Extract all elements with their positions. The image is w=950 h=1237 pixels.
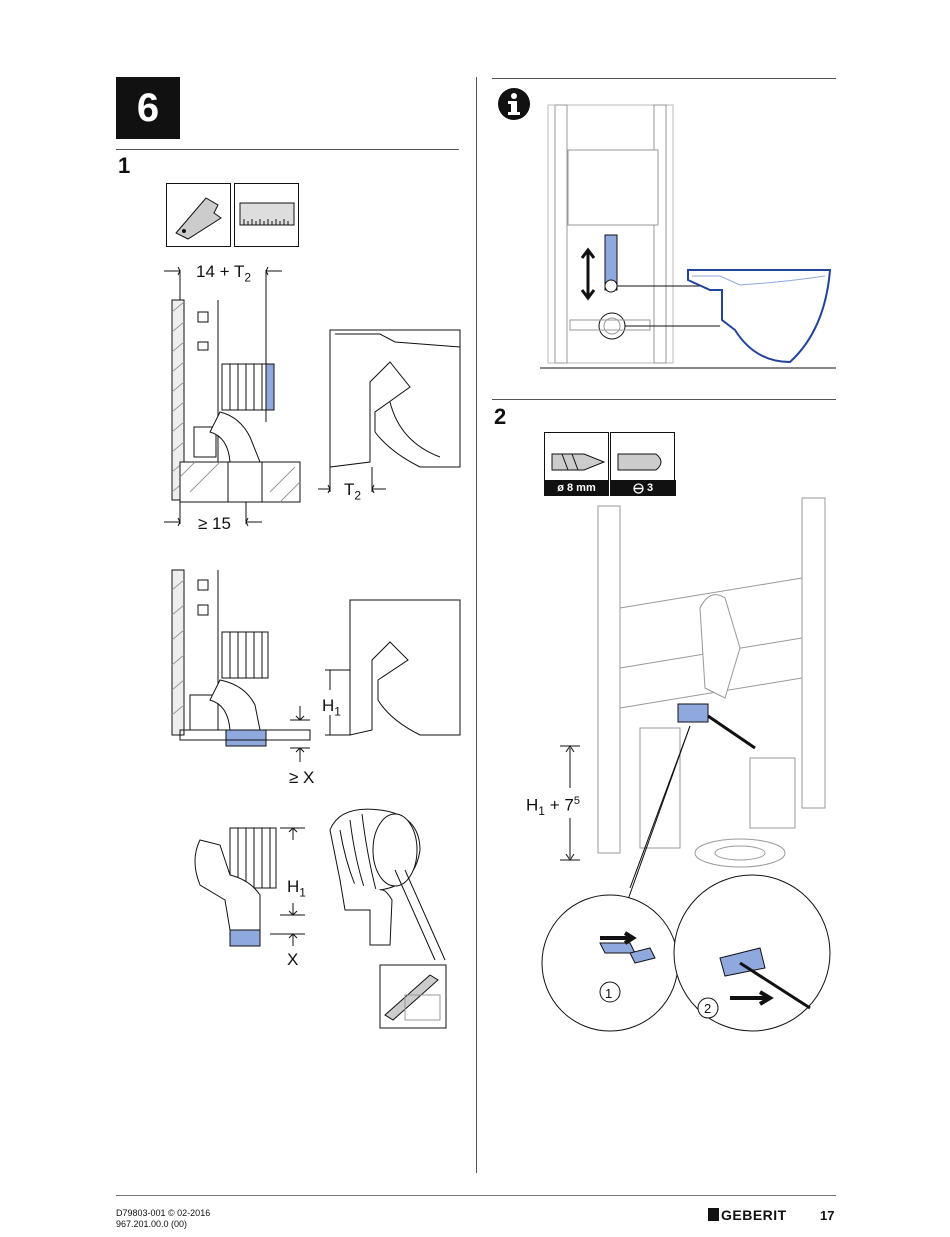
page-number: 17 [820,1208,834,1223]
ruler-icon [240,203,294,225]
divider-right-top [492,78,836,79]
step-number-box: 6 [116,77,180,139]
footer-rule [116,1195,836,1196]
flat-screw-icon [633,483,644,494]
illustration-fitting-detail [180,800,460,1030]
footer-doc-code: 967.201.00.0 (00) [116,1219,187,1230]
step-number: 6 [137,86,159,131]
column-divider [476,77,477,1173]
illustration-info-panel [540,100,836,372]
brand-name: GEBERIT [721,1207,787,1223]
illustration-pipe-cutting [150,262,470,542]
brand-mark-icon [708,1208,719,1221]
divider-left-top [116,149,459,150]
callout-two: 2 [704,1001,711,1016]
callout-one: 1 [605,986,612,1001]
info-icon [497,87,537,127]
substep-2-number: 2 [494,404,506,430]
screwdriver-size-label: 3 [610,480,676,496]
drill-size-label: ø 8 mm [544,480,609,496]
tool-icons-step1 [166,183,299,247]
divider-right-mid [492,399,836,400]
illustration-height-check [150,570,470,770]
illustration-frame-install [540,498,840,1058]
dim-minx: ≥ X [289,768,314,788]
substep-1-number: 1 [118,153,130,179]
footer-doc-id: D79803-001 © 02-2016 [116,1208,210,1219]
screwdriver-bit-icon [618,454,661,470]
